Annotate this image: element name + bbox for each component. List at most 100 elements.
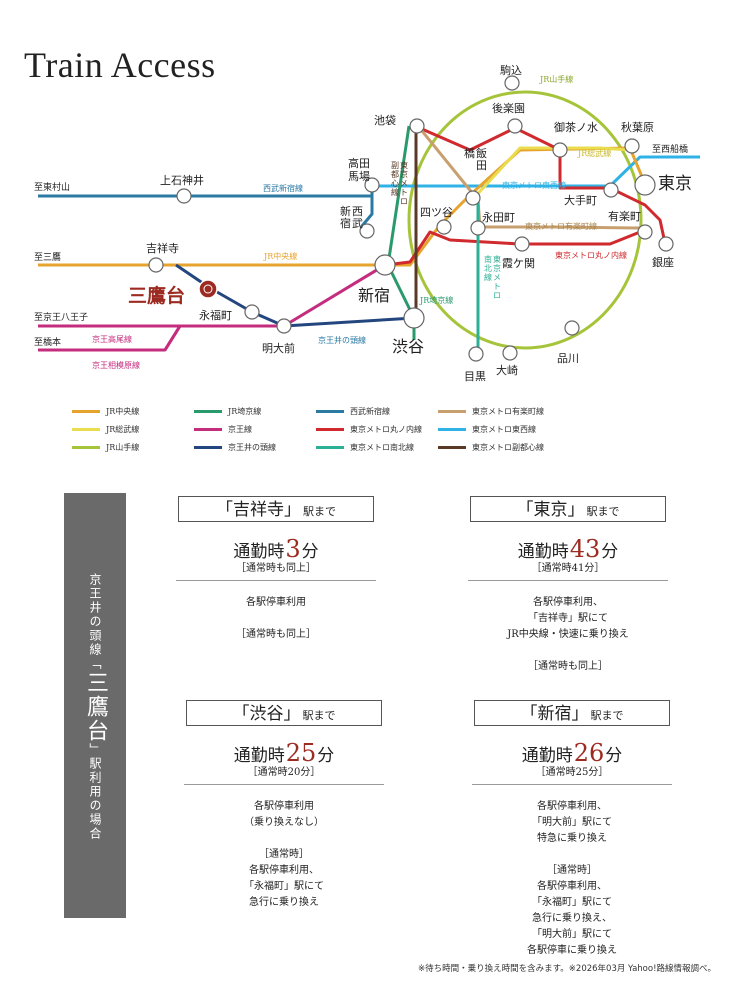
label-mitakadai: 三鷹台 [128, 284, 185, 307]
dir-mitaka: 至三鷹 [34, 251, 61, 263]
legend-item: 西武新宿線 [316, 406, 390, 417]
label-kamishakujii: 上石神井 [160, 173, 204, 187]
label-shinjuku: 新宿 [358, 286, 390, 305]
label-nagatacho: 永田町 [482, 210, 515, 224]
commute-time: 通勤時3分 [176, 536, 376, 562]
line-saikyo [386, 125, 416, 340]
line-seibu [38, 186, 374, 228]
label-eifukucho: 永福町 [199, 308, 232, 322]
label-meguro: 目黒 [464, 370, 486, 383]
page-title: Train Access [24, 45, 216, 85]
side-label-station: 三鷹台 [83, 671, 108, 743]
legend-label: JR山手線 [106, 443, 140, 452]
legend-label: JR中央線 [106, 407, 140, 416]
label-yurakucho: 有楽町 [608, 209, 641, 223]
time-minutes: 43 [569, 535, 601, 563]
destination-box: 「渋谷」駅まで [186, 700, 382, 726]
station-mitakadai-marker [198, 279, 218, 299]
destination-box: 「東京」駅まで [470, 496, 666, 522]
normal-time-note: ［通常時も同上］ [236, 563, 316, 574]
linelabel-yurakucho: 東京メトロ有楽町線 [525, 221, 597, 231]
side-label-open: 「 [88, 657, 102, 671]
linelabel-sagamihara: 京王相模原線 [92, 360, 140, 370]
legend-item: 東京メトロ丸ノ内線 [316, 424, 422, 435]
destination-suffix: 駅まで [303, 505, 336, 518]
detail-line: 各駅停車利用 [254, 801, 314, 812]
legend-swatch [72, 428, 100, 431]
detail-line: ［通常時も同上］ [236, 629, 316, 640]
label-kichijoji: 吉祥寺 [146, 241, 179, 255]
normal-time-note: ［通常時20分］ [247, 767, 321, 778]
destination-suffix: 駅まで [590, 709, 624, 722]
station-shinagawa [564, 320, 580, 336]
destination-name: 「吉祥寺」 [216, 500, 301, 520]
legend-swatch [194, 446, 222, 449]
card-divider [176, 580, 376, 581]
station-shinjuku [374, 254, 396, 276]
station-korakuen [507, 118, 523, 134]
detail-line: 「明大前」駅にて [532, 929, 612, 940]
dir-hashimoto: 至橋本 [34, 336, 61, 348]
detail-line: ［通常時］ [259, 849, 309, 860]
destination-suffix: 駅まで [302, 709, 336, 722]
station-mitakadai-ring [203, 284, 213, 294]
legend-swatch [316, 446, 344, 449]
legend-label: JR総武線 [106, 425, 140, 434]
normal-time-note: ［通常時25分］ [535, 767, 609, 778]
route-details: 各駅停車利用（乗り換えなし）［通常時］各駅停車利用、「永福町」駅にて急行に乗り換… [184, 799, 384, 911]
detail-line: （乗り換えなし） [244, 817, 324, 828]
station-meguro [468, 346, 484, 362]
legend-swatch [438, 428, 466, 431]
station-takadanobaba [364, 177, 380, 193]
label-korakuen: 後楽園 [492, 101, 525, 115]
detail-line: 「吉祥寺」駅にて [528, 613, 608, 624]
label-ginza: 銀座 [652, 255, 674, 269]
detail-line: JR中央線・快速に乗り換え [507, 629, 629, 640]
station-kamishakujii [176, 188, 192, 204]
legend-item: 東京メトロ副都心線 [438, 442, 544, 453]
detail-line: ［通常時］ [547, 865, 597, 876]
line-keio-sagamihara [163, 325, 182, 351]
commute-card: 「渋谷」駅まで通勤時25分［通常時20分］各駅停車利用（乗り換えなし）［通常時］… [184, 700, 384, 911]
station-yurakucho [637, 224, 653, 240]
station-kichijoji [148, 257, 164, 273]
legend-label: 東京メトロ東西線 [472, 425, 536, 434]
legend-swatch [316, 410, 344, 413]
legend-label: 東京メトロ丸ノ内線 [350, 425, 422, 434]
legend-swatch [438, 410, 466, 413]
time-unit: 分 [605, 746, 623, 766]
station-osaki [502, 345, 518, 361]
legend-item: 東京メトロ有楽町線 [438, 406, 544, 417]
detail-line: ［通常時も同上］ [528, 661, 608, 672]
station-shibuya [403, 307, 425, 329]
footnote: ※待ち時間・乗り換え時間を含みます。※2026年03月 Yahoo!路線情報調べ… [418, 964, 716, 974]
time-label: 通勤時 [233, 542, 285, 562]
route-details: 各駅停車利用、「明大前」駅にて特急に乗り換え［通常時］各駅停車利用、「永福町」駅… [472, 799, 672, 959]
detail-line: 各駅停車利用、 [537, 801, 607, 812]
station-ochanomizu [552, 142, 568, 158]
label-kasumigaseki: 霞ケ関 [502, 257, 535, 270]
label-meidaimae: 明大前 [262, 341, 295, 355]
side-label-close: 」 [88, 743, 102, 757]
label-shibuya: 渋谷 [392, 337, 424, 356]
legend-item: 東京メトロ南北線 [316, 442, 414, 453]
label-komagome: 駒込 [500, 64, 522, 77]
legend-item: JR山手線 [72, 442, 139, 453]
side-label-text: 京王井の頭線「三鷹台」駅利用の場合 [83, 573, 108, 841]
legend-label: 東京メトロ副都心線 [472, 443, 544, 452]
linelabel-inokashira: 京王井の頭線 [318, 335, 366, 345]
commute-time: 通勤時43分 [468, 536, 668, 562]
normal-time-note: ［通常時41分］ [531, 563, 605, 574]
detail-line: 急行に乗り換え、 [532, 913, 612, 924]
legend-swatch [72, 446, 100, 449]
station-seibushinjuku [359, 223, 375, 239]
legend-label: JR埼京線 [228, 407, 262, 416]
label-tokyo: 東京 [658, 174, 692, 194]
linelabel-keio: 京王線 [232, 318, 235, 321]
commute-card: 「新宿」駅まで通勤時26分［通常時25分］各駅停車利用、「明大前」駅にて特急に乗… [472, 700, 672, 959]
line-marunouchi-2 [384, 230, 641, 267]
legend-label: 東京メトロ南北線 [350, 443, 414, 452]
destination-name: 「新宿」 [520, 704, 589, 724]
time-unit: 分 [601, 542, 619, 562]
